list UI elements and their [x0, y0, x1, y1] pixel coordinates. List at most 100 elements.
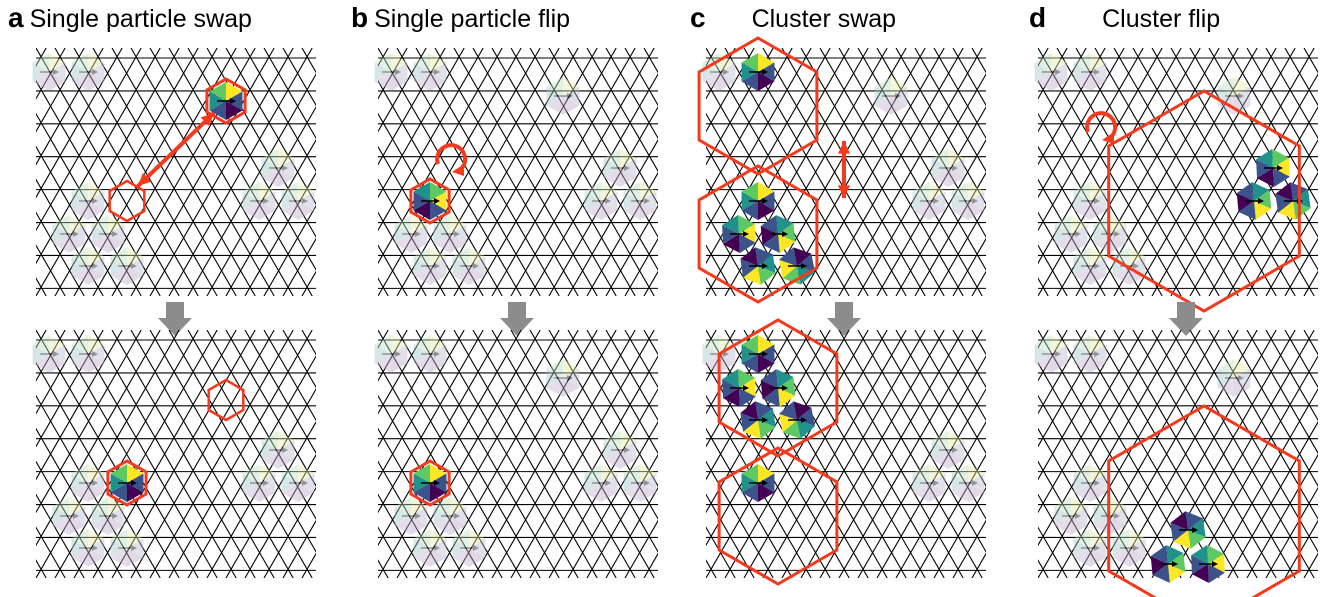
particle-wedge	[450, 516, 467, 535]
particle-wedge	[110, 464, 127, 483]
particle-wedge	[226, 82, 243, 101]
particle-wedge	[776, 369, 794, 388]
particle-wedge	[281, 191, 298, 211]
particle-wedge	[1090, 72, 1107, 91]
selected-particle-outline	[409, 459, 451, 507]
particle-wedge	[702, 335, 719, 354]
lattice-subpanel	[374, 330, 658, 578]
particle-wedge	[912, 464, 929, 483]
particle-wedge	[242, 191, 259, 211]
faded-particle	[702, 53, 736, 91]
particle-wedge	[259, 464, 276, 483]
particle-wedge	[758, 53, 775, 72]
faded-particle	[1073, 53, 1107, 91]
lattice-line	[263, 330, 316, 422]
particle-wedge	[413, 182, 430, 201]
particle-wedge	[1254, 189, 1272, 209]
active-particle	[722, 215, 756, 253]
particle-wedge	[931, 149, 948, 168]
particle-wedge	[71, 464, 88, 483]
faded-particle	[374, 53, 408, 91]
particle-wedge	[394, 506, 411, 526]
particle-wedge	[110, 548, 127, 567]
faded-particle	[1054, 215, 1088, 253]
lattice-line	[0, 48, 27, 296]
particle-wedge	[968, 182, 985, 201]
particle-wedge	[91, 234, 108, 253]
particle-wedge	[430, 256, 447, 276]
particle-wedge	[722, 369, 739, 388]
particle-wedge	[71, 247, 88, 266]
faded-particle	[1073, 529, 1107, 567]
particle-wedge	[1129, 247, 1146, 266]
particle-wedge	[782, 420, 801, 439]
particle-wedge	[242, 483, 259, 502]
particle-wedge	[298, 201, 315, 220]
particle-wedge	[620, 440, 637, 460]
lattice-line	[1246, 330, 1318, 455]
particle-wedge	[71, 354, 88, 373]
orientation-arrowhead	[1094, 263, 1100, 269]
particle-wedge	[948, 149, 965, 168]
orientation-arrowhead	[1192, 527, 1198, 533]
particle-wedge	[1234, 77, 1251, 96]
orientation-arrowhead	[131, 263, 137, 269]
particle-wedge	[760, 226, 778, 246]
particle-wedge	[758, 72, 775, 91]
particle-wedge	[1217, 96, 1234, 115]
particle-wedge	[912, 201, 929, 220]
particle-wedge	[209, 101, 226, 120]
particle-wedge	[469, 529, 486, 548]
particle-wedge	[741, 53, 758, 72]
lattice-line	[263, 48, 316, 140]
particle-wedge	[603, 431, 620, 450]
particle-wedge	[374, 62, 391, 82]
particle-wedge	[1073, 548, 1090, 567]
particle-wedge	[411, 234, 428, 253]
particle-wedge	[278, 168, 295, 187]
particle-wedge	[127, 256, 144, 276]
lattice-grid	[706, 330, 986, 578]
faded-particle	[931, 149, 965, 187]
particle-wedge	[1152, 564, 1170, 583]
faded-particle	[623, 464, 657, 502]
orientation-arrowhead	[782, 385, 788, 391]
particle-wedge	[1112, 548, 1129, 567]
particle-wedge	[1110, 516, 1127, 535]
particle-wedge	[797, 420, 815, 439]
particle-wedge	[740, 247, 758, 266]
lattice-line	[876, 106, 986, 296]
active-particle	[760, 369, 796, 407]
particle-wedge	[32, 53, 49, 72]
lattice-line	[1038, 48, 1049, 67]
particle-wedge	[546, 359, 563, 378]
particle-wedge	[433, 234, 450, 253]
particle-wedge	[797, 253, 815, 273]
lattice-line	[282, 237, 316, 296]
orientation-arrowhead	[395, 69, 401, 75]
particle-wedge	[1071, 224, 1088, 244]
particle-wedge	[450, 215, 467, 234]
orientation-arrowhead	[567, 375, 573, 381]
particle-wedge	[1112, 266, 1129, 285]
particle-wedge	[430, 335, 447, 354]
faded-particle	[413, 529, 447, 567]
particle-wedge	[394, 497, 411, 516]
orientation-arrowhead	[801, 263, 807, 269]
orientation-arrowhead	[1277, 165, 1283, 171]
particle-wedge	[1071, 497, 1088, 516]
source-region-outline	[697, 36, 819, 176]
orientation-arrowhead	[53, 69, 59, 75]
particle-wedge	[1207, 545, 1224, 564]
lattice-grid	[36, 330, 316, 578]
particle-wedge	[127, 483, 144, 502]
particle-wedge	[469, 247, 486, 266]
particle-wedge	[968, 201, 985, 220]
active-particle	[1191, 545, 1225, 583]
orientation-arrowhead	[1094, 69, 1100, 75]
particle-wedge	[1188, 518, 1206, 538]
particle-wedge	[433, 506, 450, 526]
lattice-grid	[378, 330, 658, 578]
particle-wedge	[743, 420, 761, 439]
particle-wedge	[452, 548, 469, 567]
